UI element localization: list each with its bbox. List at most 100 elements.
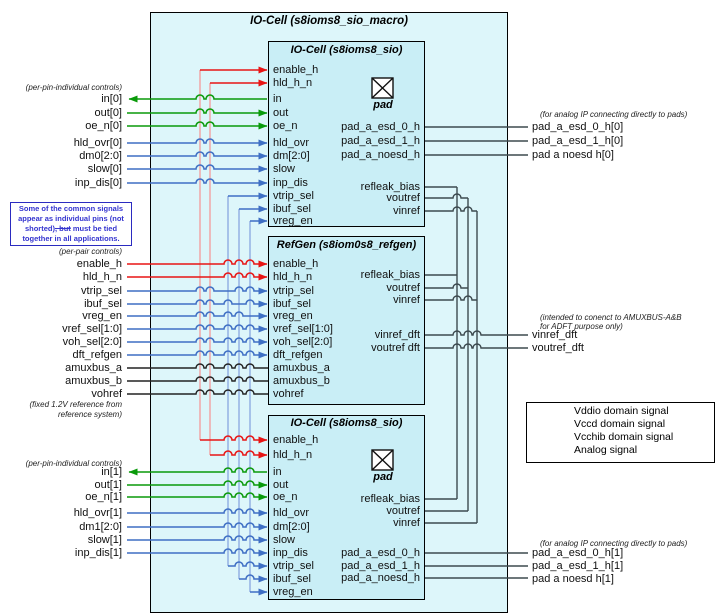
ext-signal-label: pad a noesd h[0] bbox=[532, 149, 614, 161]
note-vohref: reference system) bbox=[57, 410, 122, 419]
io-cell-top-block bbox=[268, 41, 425, 227]
pad-label-bottom: pad bbox=[373, 471, 393, 483]
note-analog-bottom: (for analog IP connecting directly to pa… bbox=[540, 539, 688, 548]
pin-label: voutref bbox=[386, 192, 420, 204]
pin-label: vinref bbox=[393, 294, 420, 306]
pin-label: pad_a_noesd_h bbox=[341, 572, 420, 584]
common-signals-note: Some of the common signals appear as ind… bbox=[10, 202, 132, 246]
ext-signal-label: out[1] bbox=[94, 479, 122, 491]
ext-signal-label: oe_n[1] bbox=[85, 491, 122, 503]
note-text: Some of the common signals appear as ind… bbox=[18, 204, 124, 233]
ext-signal-label: out[0] bbox=[94, 107, 122, 119]
pin-label: ibuf_sel bbox=[273, 573, 311, 585]
ext-signal-label: amuxbus_b bbox=[65, 375, 122, 387]
vcchib-wires bbox=[127, 94, 268, 501]
pin-label: vreg_en bbox=[273, 215, 313, 227]
legend-label: Vccd domain signal bbox=[574, 418, 666, 430]
pin-label: dm[2:0] bbox=[273, 521, 310, 533]
pin-label: voutref bbox=[386, 505, 420, 517]
note-vohref: (fixed 1.2V reference from bbox=[29, 400, 122, 409]
pad-symbol-bottom-icon bbox=[371, 449, 394, 471]
note-per-pair: (per-pair controls) bbox=[59, 247, 122, 256]
pin-label: vreg_en bbox=[273, 586, 313, 598]
vccd-wires bbox=[127, 138, 268, 596]
pin-label: slow bbox=[273, 163, 296, 175]
ext-signal-label: vtrip_sel bbox=[81, 285, 122, 297]
pin-label: ibuf_sel bbox=[273, 203, 311, 215]
pin-label: oe_n bbox=[273, 491, 298, 503]
ext-signal-label: inp_dis[1] bbox=[74, 547, 122, 559]
pin-label: out bbox=[273, 479, 289, 491]
pin-label: pad_a_noesd_h bbox=[341, 149, 420, 161]
note-per-pin-0: (per-pin-individual controls) bbox=[25, 83, 122, 92]
vccd-branch-wires bbox=[227, 196, 251, 592]
ext-signal-label: inp_dis[0] bbox=[74, 177, 122, 189]
pin-label: vohref bbox=[273, 388, 304, 400]
ext-signal-label: dm1[2:0] bbox=[79, 521, 122, 533]
pin-label: dft_refgen bbox=[273, 349, 323, 361]
pin-label: refleak_bias bbox=[360, 181, 420, 193]
io-top-title: IO-Cell (s8ioms8_sio) bbox=[290, 44, 403, 56]
ext-signal-label: pad_a_esd_0_h[0] bbox=[532, 121, 624, 133]
ext-signal-label: hld_h_n bbox=[82, 271, 122, 283]
legend-label: Vddio domain signal bbox=[574, 405, 669, 417]
pin-label: amuxbus_b bbox=[273, 375, 330, 387]
ext-signal-label: ibuf_sel bbox=[84, 298, 122, 310]
ext-signal-label: vohref bbox=[91, 388, 122, 400]
vddio-branch-wires bbox=[199, 70, 211, 455]
pin-label: pad_a_esd_0_h bbox=[341, 547, 420, 559]
note-text: must be tied together in all application… bbox=[22, 224, 120, 243]
pin-label: hld_h_n bbox=[273, 449, 313, 461]
pin-label: in bbox=[273, 93, 282, 105]
macro-title: IO-Cell (s8ioms8_sio_macro) bbox=[250, 15, 408, 27]
amuxbus-wires bbox=[127, 363, 268, 395]
ext-signal-label: dm0[2:0] bbox=[79, 150, 122, 162]
pin-label: hld_h_n bbox=[273, 271, 313, 283]
pin-label: hld_ovr bbox=[273, 137, 310, 149]
pin-label: enable_h bbox=[273, 434, 319, 446]
refgen-block bbox=[268, 236, 425, 405]
note-struck-text: , but bbox=[54, 224, 71, 233]
ext-signal-label: amuxbus_a bbox=[65, 362, 122, 374]
pin-label: hld_h_n bbox=[273, 77, 313, 89]
pin-label: pad_a_esd_0_h bbox=[341, 121, 420, 133]
ext-signal-label: vref_sel[1:0] bbox=[62, 323, 122, 335]
pin-label: oe_n bbox=[273, 120, 298, 132]
pin-label: in bbox=[273, 466, 282, 478]
note-adft: for ADFT purpose only) bbox=[540, 322, 623, 331]
legend-label: Analog signal bbox=[574, 444, 638, 456]
pin-label: pad_a_esd_1_h bbox=[341, 560, 420, 572]
ext-signal-label: slow[1] bbox=[87, 534, 122, 546]
vddio-wires bbox=[127, 66, 268, 459]
pin-label: voutref dft bbox=[371, 342, 420, 354]
pin-label: vinref bbox=[393, 517, 420, 529]
ext-signal-label: vinref_dft bbox=[532, 329, 578, 341]
ext-signal-label: pad_a_esd_1_h[0] bbox=[532, 135, 624, 147]
io-cell-bottom-block bbox=[268, 415, 425, 600]
ext-signal-label: enable_h bbox=[76, 258, 122, 270]
pin-label: vtrip_sel bbox=[273, 285, 314, 297]
ext-signal-label: oe_n[0] bbox=[85, 120, 122, 132]
pin-label: inp_dis bbox=[273, 547, 308, 559]
pin-label: slow bbox=[273, 534, 296, 546]
pin-label: hld_ovr bbox=[273, 507, 310, 519]
pin-label: refleak_bias bbox=[360, 493, 420, 505]
note-per-pin-1: (per-pin-individual controls) bbox=[25, 459, 122, 468]
pin-label: vref_sel[1:0] bbox=[273, 323, 333, 335]
io-bottom-title: IO-Cell (s8ioms8_sio) bbox=[290, 417, 403, 429]
pad-label-top: pad bbox=[373, 99, 393, 111]
ext-signal-label: pad_a_esd_0_h[1] bbox=[532, 547, 624, 559]
ext-signal-label: pad_a_esd_1_h[1] bbox=[532, 560, 624, 572]
pad-symbol-top-icon bbox=[371, 77, 394, 99]
pin-label: vreg_en bbox=[273, 310, 313, 322]
ext-signal-label: voh_sel[2:0] bbox=[62, 336, 122, 348]
ext-signal-label: dft_refgen bbox=[72, 349, 122, 361]
ext-signal-label: hld_ovr[0] bbox=[73, 137, 122, 149]
pin-label: voh_sel[2:0] bbox=[273, 336, 333, 348]
pin-label: inp_dis bbox=[273, 177, 308, 189]
pin-label: vtrip_sel bbox=[273, 560, 314, 572]
refgen-title: RefGen (s8iom0s8_refgen) bbox=[276, 239, 417, 251]
note-adft: (intended to conenct to AMUXBUS-A&B bbox=[540, 313, 682, 322]
